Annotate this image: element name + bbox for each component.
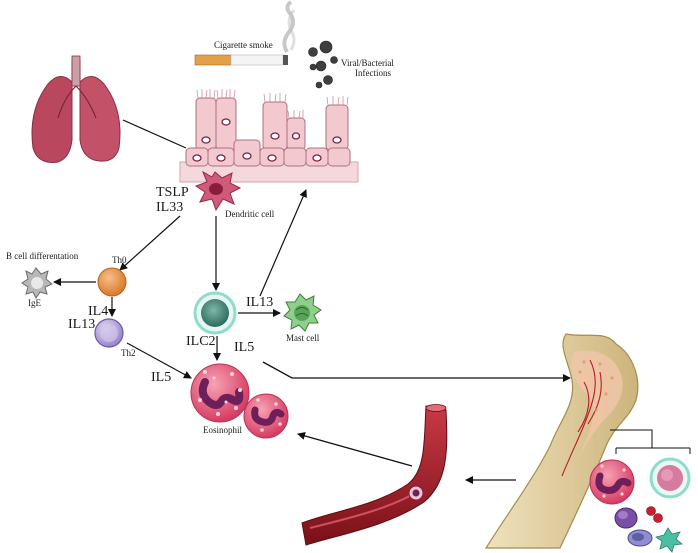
b-cell — [21, 267, 53, 299]
airway-epithelium — [179, 89, 359, 183]
il33-label: IL33 — [156, 200, 183, 215]
lung-connector-line — [122, 119, 187, 149]
viral-infection-label-line2: Infections — [355, 68, 391, 78]
il5-right-label: IL5 — [234, 340, 254, 355]
ige-label: IgE — [28, 298, 41, 308]
il4-label: IL4 — [88, 304, 108, 319]
eosinophil-cell-small — [243, 393, 289, 439]
arrow-vessel-to-eosinophil — [297, 432, 413, 467]
ilc2-cell — [193, 291, 237, 335]
mast-cell — [283, 293, 322, 332]
ilc2-label: ILC2 — [186, 334, 216, 349]
arrow-to-th0 — [119, 215, 181, 271]
marrow-eosinophil — [589, 459, 635, 505]
th0-label: Th0 — [112, 255, 127, 265]
il13-left-label: IL13 — [68, 317, 95, 332]
virus-particle-icon — [308, 40, 338, 89]
lung-icon — [31, 55, 121, 163]
eosinophil-cell-large — [190, 363, 250, 423]
il5-left-label: IL5 — [151, 370, 171, 385]
cigarette-icon — [194, 54, 288, 66]
marrow-platelet — [655, 527, 683, 553]
cigarette-smoke-label: Cigarette smoke — [214, 40, 273, 50]
marrow-purple-cell — [614, 507, 638, 529]
marrow-red-cells — [646, 506, 663, 523]
bone-icon — [484, 333, 639, 549]
marrow-progenitor-cell — [649, 457, 691, 499]
eosinophil-label: Eosinophil — [203, 425, 243, 435]
th2-cell — [94, 318, 124, 348]
viral-infection-label-line1: Viral/Bacterial — [341, 58, 394, 68]
arrow-th2-to-eosinophil — [126, 342, 192, 379]
il13-right-label: IL13 — [246, 295, 273, 310]
dendritic-cell — [194, 170, 242, 212]
dendritic-cell-label: Dendritic cell — [225, 209, 275, 219]
marrow-lymphocyte — [627, 529, 653, 547]
th0-cell — [97, 267, 127, 297]
marrow-bracket — [610, 429, 691, 454]
b-cell-differentiation-label: B cell differentation — [6, 251, 79, 261]
mast-cell-label: Mast cell — [286, 333, 320, 343]
smoke-icon — [282, 0, 296, 54]
th2-label: Th2 — [121, 348, 136, 358]
blood-vessel-icon — [301, 404, 448, 546]
tslp-label: TSLP — [156, 185, 189, 200]
arrow-il5-to-bone-marrow — [262, 361, 571, 382]
arrow-ilc2-to-epithelium — [259, 189, 307, 297]
